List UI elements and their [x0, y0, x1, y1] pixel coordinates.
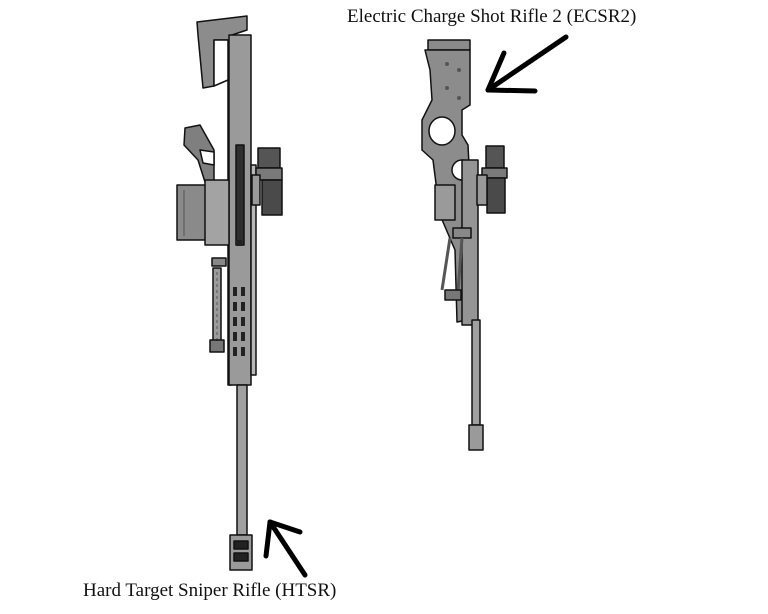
ecsr2-rifle-illustration	[421, 39, 508, 451]
htsr-rifle-illustration	[176, 15, 283, 571]
htsr-label: Hard Target Sniper Rifle (HTSR)	[83, 580, 337, 601]
htsr-arrow	[263, 519, 308, 578]
ecsr2-label: Electric Charge Shot Rifle 2 (ECSR2)	[347, 6, 637, 27]
ecsr2-arrow	[485, 34, 569, 94]
